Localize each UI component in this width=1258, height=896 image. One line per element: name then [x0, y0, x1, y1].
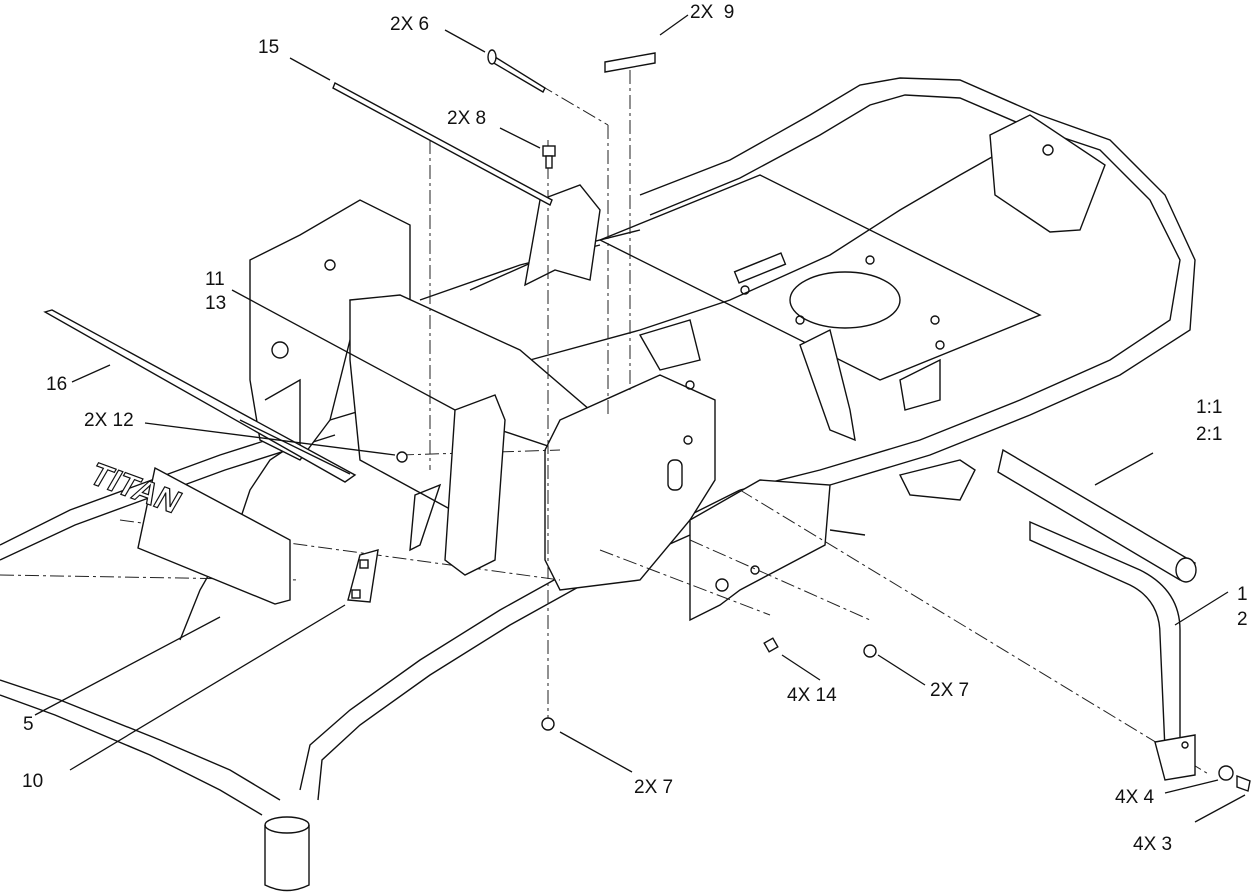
callout-15: 15 — [258, 37, 280, 58]
callout-2x7-right: 2X 7 — [930, 680, 970, 701]
callout-2-1: 2:1 — [1196, 424, 1223, 445]
callout-13: 13 — [205, 293, 227, 314]
fasteners — [396, 451, 877, 731]
leader-lines — [34, 14, 1246, 823]
callout-2x8: 2X 8 — [447, 108, 487, 129]
part-5-decal-plate: TITAN — [83, 456, 291, 605]
callout-2x6: 2X 6 — [390, 14, 430, 35]
part-9-pad — [604, 52, 656, 73]
callout-4x14: 4X 14 — [787, 685, 837, 706]
part-6-pin — [487, 49, 546, 93]
part-8-bolt — [542, 145, 556, 169]
deck-plate — [598, 174, 1042, 381]
part-10-decal — [347, 549, 379, 603]
part-1-2-lever — [1029, 520, 1196, 781]
parts-3-4 — [1218, 765, 1251, 792]
callout-2x12: 2X 12 — [84, 410, 134, 431]
callout-5: 5 — [23, 714, 34, 735]
rear-brackets — [524, 114, 1106, 442]
callout-2x9: 2X 9 — [690, 2, 735, 23]
caster-tube — [264, 816, 310, 892]
callout-4x4: 4X 4 — [1115, 787, 1155, 808]
part-11-13-panel — [409, 394, 506, 576]
callout-16: 16 — [46, 374, 68, 395]
part-15-rod — [332, 82, 553, 206]
part-16-bar — [43, 309, 357, 483]
callout-10: 10 — [22, 771, 44, 792]
decal-logo-text: TITAN — [83, 457, 187, 520]
part-grip — [997, 448, 1197, 583]
callout-2: 2 — [1237, 609, 1248, 630]
right-side-plate — [689, 459, 976, 622]
callout-2x7-bottom: 2X 7 — [634, 777, 674, 798]
callout-4x3: 4X 3 — [1133, 834, 1173, 855]
callout-11: 11 — [205, 269, 225, 290]
callout-1-1: 1:1 — [1196, 397, 1223, 418]
callout-1: 1 — [1237, 584, 1248, 605]
right-console — [544, 374, 716, 591]
